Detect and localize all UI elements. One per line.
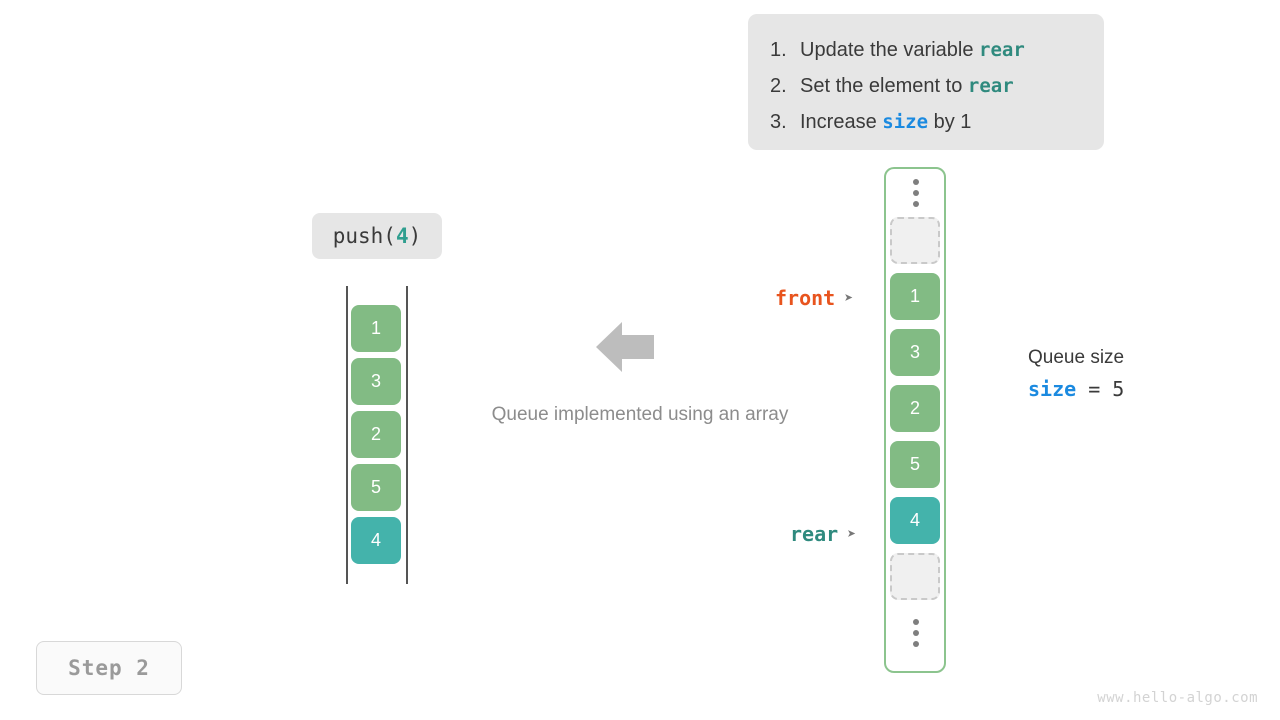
instruction-step-1: 1. Update the variable rear xyxy=(748,32,1104,68)
ellipsis-top-icon xyxy=(890,169,942,217)
instruction-step-3-number: 3. xyxy=(770,111,787,133)
circular-array-cell: 5 xyxy=(890,441,940,488)
circular-array-cell: 2 xyxy=(890,385,940,432)
front-arrow-icon: ➤ xyxy=(844,288,854,307)
operation-name: push( xyxy=(332,224,396,248)
dot xyxy=(913,201,919,207)
instruction-step-3: 3. Increase size by 1 xyxy=(748,104,1104,140)
circular-array-empty-cell xyxy=(890,553,940,600)
front-pointer: front ➤ xyxy=(775,286,853,310)
operation-label: push(4) xyxy=(312,213,442,259)
dot xyxy=(913,190,919,196)
dot xyxy=(913,630,919,636)
instruction-step-1-number: 1. xyxy=(770,39,787,61)
array-rail-left xyxy=(346,286,348,584)
operation-close-paren: ) xyxy=(408,224,422,248)
dot xyxy=(913,619,919,625)
front-pointer-label: front xyxy=(775,286,836,310)
queue-size-expression: size = 5 xyxy=(1028,372,1124,406)
left-array-cell: 3 xyxy=(351,358,401,405)
instruction-step-1-code: rear xyxy=(979,39,1025,61)
left-array-cell: 1 xyxy=(351,305,401,352)
circular-array-cell: 1 xyxy=(890,273,940,320)
step-badge: Step 2 xyxy=(36,641,182,695)
instruction-step-2: 2. Set the element to rear xyxy=(748,68,1104,104)
queue-size-readout: Queue size size = 5 xyxy=(1028,344,1124,406)
rear-pointer-label: rear xyxy=(790,522,839,546)
circular-array-empty-cell xyxy=(890,217,940,264)
array-caption: Queue implemented using an array xyxy=(491,404,789,425)
circular-array: 1 3 2 5 4 xyxy=(884,167,946,673)
queue-size-variable: size xyxy=(1028,377,1077,401)
circular-array-cells: 1 3 2 5 4 xyxy=(890,169,942,657)
left-array-cell: 4 xyxy=(351,517,401,564)
queue-size-value: 5 xyxy=(1112,377,1125,401)
circular-array-cell: 4 xyxy=(890,497,940,544)
circular-array-cell: 3 xyxy=(890,329,940,376)
instruction-step-1-text: Update the variable xyxy=(800,39,980,61)
left-arrow-icon xyxy=(596,322,654,372)
dot xyxy=(913,179,919,185)
queue-size-title: Queue size xyxy=(1028,347,1125,368)
instruction-step-2-code: rear xyxy=(967,75,1014,97)
watermark: www.hello-algo.com xyxy=(1097,690,1258,706)
array-rail-right xyxy=(406,286,408,584)
queue-size-equals: = xyxy=(1076,377,1113,401)
rear-arrow-icon: ➤ xyxy=(847,524,857,543)
operation-argument: 4 xyxy=(395,224,409,248)
instruction-step-2-number: 2. xyxy=(770,75,787,97)
instruction-step-2-text: Set the element to xyxy=(800,75,968,97)
left-array: 1 3 2 5 4 xyxy=(346,286,408,584)
ellipsis-bottom-icon xyxy=(890,609,942,657)
instruction-step-3-suffix: by 1 xyxy=(928,111,972,133)
left-array-cell: 5 xyxy=(351,464,401,511)
rear-pointer: rear ➤ xyxy=(790,522,856,546)
dot xyxy=(913,641,919,647)
instruction-step-3-text: Increase xyxy=(800,111,883,133)
instruction-step-3-code: size xyxy=(882,111,929,133)
left-array-cells: 1 3 2 5 4 xyxy=(351,305,401,570)
instruction-box: 1. Update the variable rear 2. Set the e… xyxy=(748,14,1104,150)
left-array-cell: 2 xyxy=(351,411,401,458)
